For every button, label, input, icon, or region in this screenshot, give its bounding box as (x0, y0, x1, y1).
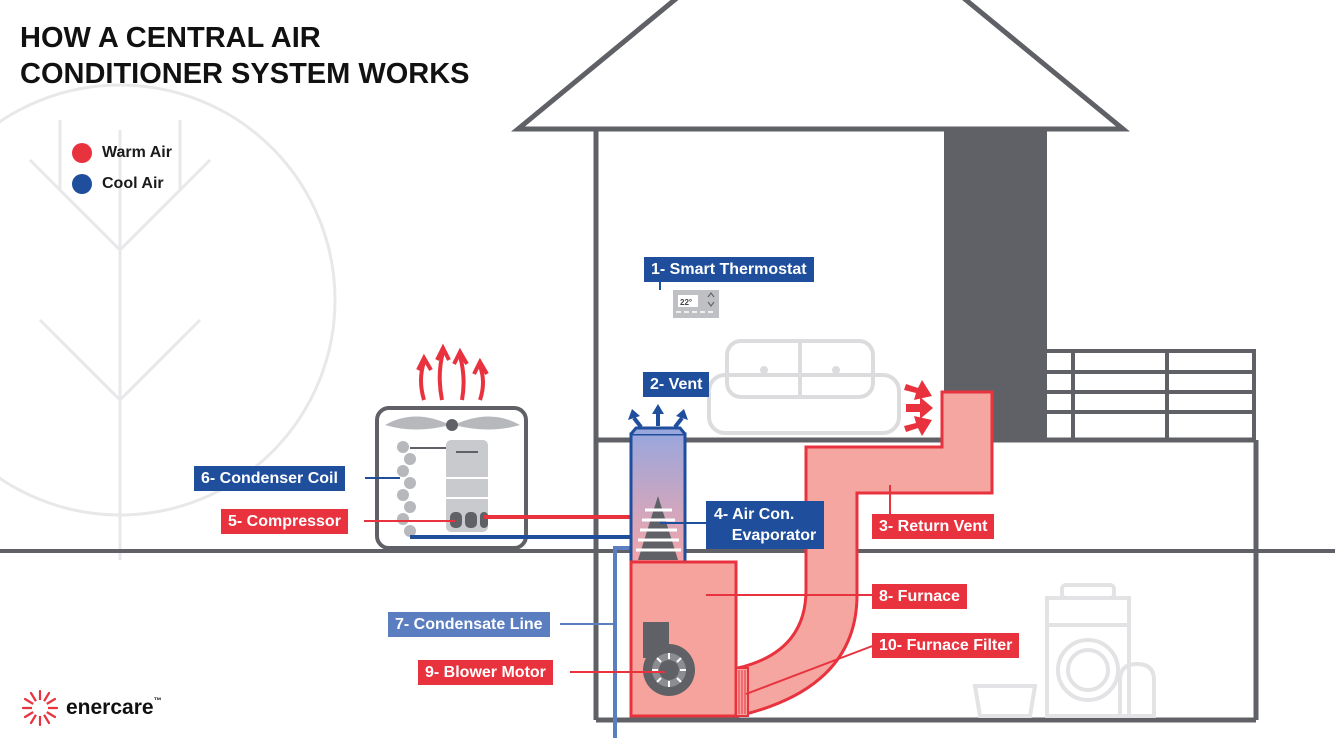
outdoor-condenser-unit (375, 406, 528, 550)
label-blower-motor: 9- Blower Motor (418, 660, 553, 685)
label-vent: 2- Vent (643, 372, 710, 397)
enercare-logo-icon (21, 689, 59, 727)
legend-cool-air: Cool Air (72, 174, 164, 194)
legend-warm-air: Warm Air (72, 143, 172, 163)
thermostat-device: 22° (673, 290, 719, 318)
laundry-decoration (972, 583, 1156, 718)
blower-motor-shape (643, 622, 695, 696)
brand-logo: enercare™ (20, 688, 162, 728)
furnace-filter-lines (738, 670, 746, 714)
brand-name: enercare™ (66, 696, 162, 720)
brand-trademark: ™ (153, 696, 162, 705)
warm-air-return-arrows (904, 380, 933, 436)
background-tree-decoration (0, 83, 337, 560)
legend-warm-air-label: Warm Air (102, 144, 172, 161)
label-condensate-line: 7- Condensate Line (388, 612, 550, 637)
label-compressor: 5- Compressor (221, 509, 348, 534)
page-title-line-1: HOW A CENTRAL AIR (20, 22, 321, 54)
balcony-railing (1047, 349, 1256, 440)
label-condenser-coil: 6- Condenser Coil (194, 466, 345, 491)
page-title: HOW A CENTRAL AIR CONDITIONER SYSTEM WOR… (20, 20, 470, 92)
thermostat-temperature: 22° (680, 298, 692, 307)
condensate-drain-line (613, 546, 631, 738)
condenser-coil-shape (397, 441, 416, 537)
sofa-decoration (707, 339, 901, 435)
vent-outlet (629, 426, 687, 435)
legend-cool-air-label: Cool Air (102, 175, 164, 192)
page-title-line-2: CONDITIONER SYSTEM WORKS (20, 58, 470, 90)
warm-air-dot-icon (72, 143, 92, 163)
evaporator-coil-shape (636, 496, 681, 560)
label-furnace: 8- Furnace (872, 584, 967, 609)
brand-name-text: enercare (66, 696, 154, 719)
cool-air-dot-icon (72, 174, 92, 194)
cool-air-vent-arrows (628, 404, 688, 429)
label-furnace-filter: 10- Furnace Filter (872, 633, 1020, 658)
chimney (944, 129, 1047, 440)
warm-air-exhaust-arrows (416, 343, 489, 401)
label-air-con-evaporator: 4- Air Con. Evaporator (706, 501, 825, 549)
label-return-vent: 3- Return Vent (872, 514, 995, 539)
label-smart-thermostat: 1- Smart Thermostat (644, 257, 814, 282)
compressor-shape (450, 512, 488, 528)
house-roof (511, 0, 1130, 132)
